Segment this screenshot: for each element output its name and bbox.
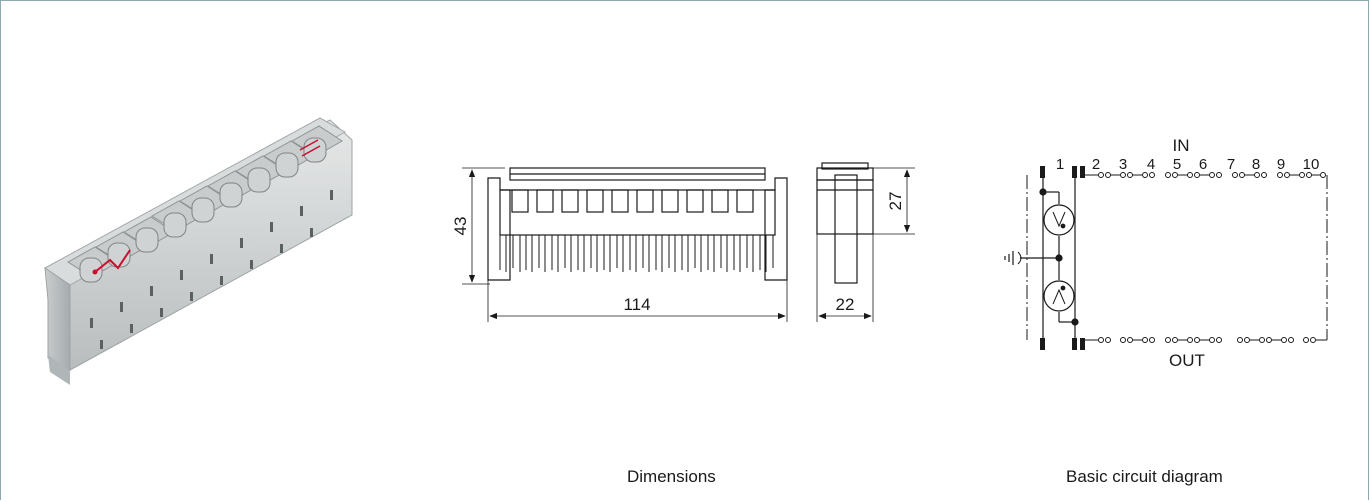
terminal-blocks-bottom xyxy=(1040,338,1085,350)
pin-label: 10 xyxy=(1303,156,1320,173)
pin-label: 2 xyxy=(1092,156,1100,173)
in-contact-chain xyxy=(1085,172,1326,178)
dimension-side-height-label: 27 xyxy=(886,192,905,211)
circuit-out-label: OUT xyxy=(1169,351,1205,370)
terminal-blocks-top xyxy=(1040,166,1085,178)
surge-protection-magazine-photo-icon xyxy=(44,117,353,385)
out-contact-chain xyxy=(1085,337,1327,343)
pin-label: 7 xyxy=(1227,156,1235,173)
dimension-depth-label: 22 xyxy=(836,295,855,314)
dimensions-caption: Dimensions xyxy=(627,467,716,486)
circuit-diagram-caption: Basic circuit diagram xyxy=(1066,467,1223,486)
pin-label: 3 xyxy=(1119,156,1127,173)
gas-discharge-tubes xyxy=(79,137,327,283)
pin-label: 6 xyxy=(1199,156,1207,173)
pin-label: 8 xyxy=(1252,156,1260,173)
dimension-height-label: 43 xyxy=(451,217,470,236)
dimension-front-view xyxy=(462,167,788,322)
pin-label: 9 xyxy=(1277,156,1285,173)
pin-label: 5 xyxy=(1173,156,1181,173)
front-slots xyxy=(90,190,333,349)
ground-symbol-icon xyxy=(1004,251,1022,265)
pin-label: 1 xyxy=(1056,156,1064,173)
circuit-diagram xyxy=(1004,166,1328,350)
dimension-width-label: 114 xyxy=(623,295,650,314)
dimension-side-view xyxy=(816,162,915,322)
pin-label: 4 xyxy=(1147,156,1155,173)
circuit-pin-labels: 1 2 3 4 5 6 7 8 9 10 xyxy=(1056,156,1320,173)
circuit-in-label: IN xyxy=(1173,136,1190,155)
